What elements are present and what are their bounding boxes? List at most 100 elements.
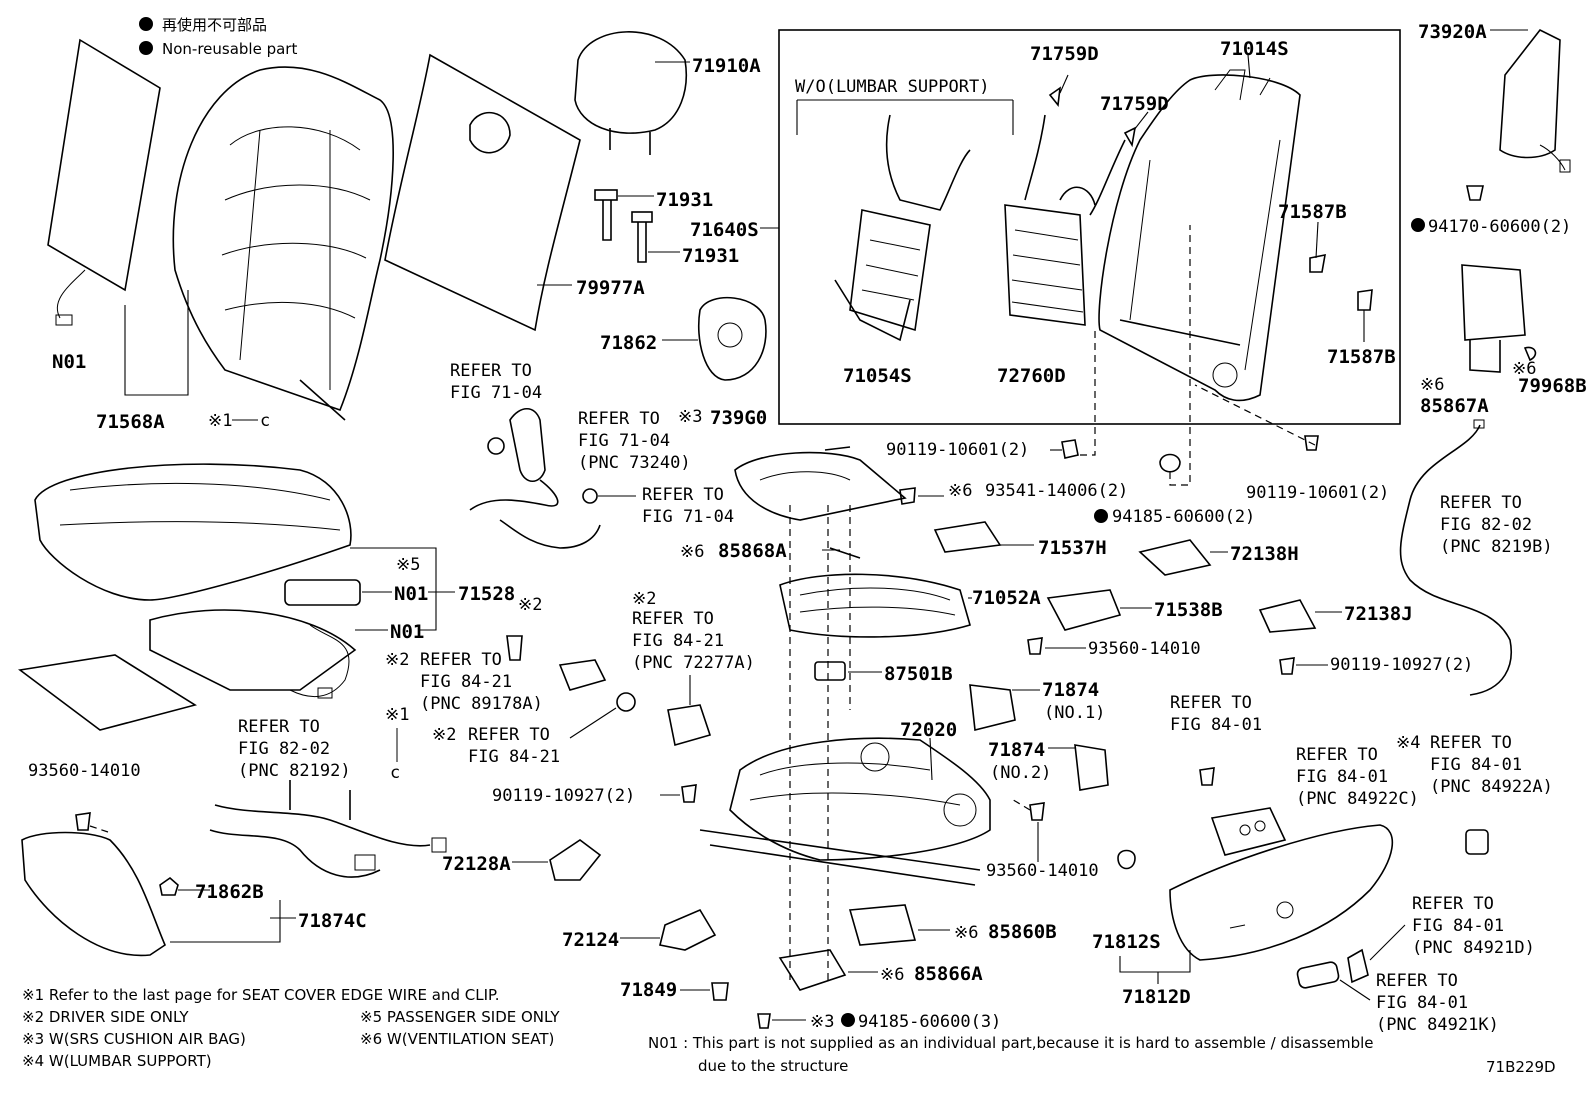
part-number-85860B: 85860B xyxy=(988,921,1057,943)
part-number-72128A: 72128A xyxy=(442,853,511,875)
part-number-71587B: 71587B xyxy=(1327,346,1396,368)
part-number-71910A: 71910A xyxy=(692,55,761,77)
part-number-71052A: 71052A xyxy=(972,587,1041,609)
part-number-71759D: 71759D xyxy=(1030,43,1099,65)
wire-harness-drawing xyxy=(1399,424,1512,696)
ref-line: FIG 84-21 xyxy=(468,747,560,767)
seat-back-frame-drawing xyxy=(1098,69,1301,402)
ref-line: FIG 82-02 xyxy=(1440,515,1532,535)
ref-line: REFER TO xyxy=(1296,745,1378,765)
ref-line: REFER TO xyxy=(1430,733,1512,753)
footnote-4: ※4 W(LUMBAR SUPPORT) xyxy=(22,1052,212,1070)
note-mark-1: ※1 xyxy=(385,705,409,725)
part-number-71862: 71862 xyxy=(600,332,657,354)
ref-line: REFER TO xyxy=(1412,894,1494,914)
part-number-71849: 71849 xyxy=(620,979,677,1001)
ref-line: FIG 84-01 xyxy=(1412,916,1504,936)
ref-line: REFER TO xyxy=(450,361,532,381)
ref-line: FIG 84-01 xyxy=(1376,993,1468,1013)
part-number-93560-14010: 93560-14010 xyxy=(1088,639,1201,659)
part-number-79977A: 79977A xyxy=(576,277,645,299)
note-mark-3: ※3 xyxy=(678,407,702,427)
part-number-71931: 71931 xyxy=(656,189,713,211)
ref-line: (PNC 73240) xyxy=(578,453,691,473)
note-mark-2: ※2 xyxy=(518,595,542,615)
part-number-739G0: 739G0 xyxy=(710,407,767,429)
note-mark-6: ※6 xyxy=(948,481,972,501)
ref-line: REFER TO xyxy=(420,650,502,670)
headrest-drawing xyxy=(574,31,687,155)
ref-line: FIG 84-01 xyxy=(1430,755,1522,775)
non-reusable-bullet-icon xyxy=(1411,218,1425,232)
non-reusable-bullet-icon xyxy=(841,1013,855,1027)
note-mark-2: ※2 xyxy=(632,589,656,609)
bracket-71537H-drawing xyxy=(933,521,1002,553)
ref-line: REFER TO xyxy=(632,609,714,629)
part-number-71862B: 71862B xyxy=(195,881,264,903)
note-mark-4: ※4 xyxy=(1396,733,1420,753)
part-number-71568A: 71568A xyxy=(96,411,165,433)
part-number-71874: 71874 xyxy=(1042,679,1099,701)
note-mark-6: ※6 xyxy=(954,923,978,943)
part-number-85866A: 85866A xyxy=(914,963,983,985)
part-number-N01: N01 xyxy=(52,351,86,373)
ref-line: REFER TO xyxy=(238,717,320,737)
duct-85866A-drawing xyxy=(778,949,847,991)
footnote-6: ※6 W(VENTILATION SEAT) xyxy=(360,1030,554,1048)
seat-back-board-drawing xyxy=(384,53,581,332)
part-number-71874: 71874 xyxy=(988,739,1045,761)
part-number-suffix: (NO.2) xyxy=(990,763,1051,783)
part-number-71812D: 71812D xyxy=(1122,986,1191,1008)
ref-line: (PNC 89178A) xyxy=(420,694,543,714)
cover-72128A-drawing xyxy=(549,839,602,881)
ref-line: FIG 71-04 xyxy=(450,383,542,403)
ref-line: FIG 71-04 xyxy=(578,431,670,451)
part-number-N01: N01 xyxy=(394,583,428,605)
ref-line: (PNC 84921D) xyxy=(1412,938,1535,958)
part-number-71874C: 71874C xyxy=(298,910,367,932)
ref-line: REFER TO xyxy=(1440,493,1522,513)
ref-line: (PNC 84922A) xyxy=(1430,777,1553,797)
ref-line: REFER TO xyxy=(578,409,660,429)
ref-line: REFER TO xyxy=(1376,971,1458,991)
non-reusable-bullet-icon xyxy=(139,17,153,31)
part-number-79968B: 79968B xyxy=(1518,375,1587,397)
note-mark-6: ※6 xyxy=(880,965,904,985)
note-mark-2: ※2 xyxy=(385,650,409,670)
part-number-94185-60600: 94185-60600(2) xyxy=(1112,507,1255,527)
footnote-1: ※1 Refer to the last page for SEAT COVER… xyxy=(22,986,499,1004)
part-number-71931: 71931 xyxy=(682,245,739,267)
lumbar-motor-drawing xyxy=(1461,264,1526,373)
headrest-support-drawing xyxy=(594,189,653,263)
seat-side-shield-drawing xyxy=(1169,824,1394,961)
seat-back-pad-drawing xyxy=(47,38,161,326)
knob-84921K-drawing xyxy=(1296,961,1340,989)
cushion-harness-drawing xyxy=(209,780,447,878)
part-number-72138J: 72138J xyxy=(1344,603,1413,625)
part-number-94170-60600: 94170-60600(2) xyxy=(1428,217,1571,237)
clip-symbol: c xyxy=(260,411,270,431)
leader-lines-71568A xyxy=(124,290,189,396)
part-number-93541-14006: 93541-14006(2) xyxy=(985,481,1128,501)
part-number-71537H: 71537H xyxy=(1038,537,1107,559)
part-number-72760D: 72760D xyxy=(997,365,1066,387)
part-number-85868A: 85868A xyxy=(718,540,787,562)
part-number-90119-10601: 90119-10601(2) xyxy=(1246,483,1389,503)
part-number-90119-10927: 90119-10927(2) xyxy=(492,786,635,806)
seat-cushion-shield-drawing xyxy=(21,831,166,957)
ref-line: (PNC 84922C) xyxy=(1296,789,1419,809)
part-number-71640S: 71640S xyxy=(690,219,759,241)
footnote-2: ※2 DRIVER SIDE ONLY xyxy=(22,1008,189,1026)
ref-line: FIG 84-21 xyxy=(632,631,724,651)
cushion-airbag-drawing xyxy=(734,446,907,521)
seat-back-cover-drawing xyxy=(172,66,394,421)
part-number-71054S: 71054S xyxy=(843,365,912,387)
ref-line: FIG 71-04 xyxy=(642,507,734,527)
part-number-suffix: (NO.1) xyxy=(1044,703,1105,723)
part-number-72124: 72124 xyxy=(562,929,619,951)
note-mark-3: ※3 xyxy=(810,1012,834,1032)
connector-87501B-drawing xyxy=(814,661,846,681)
part-number-72020: 72020 xyxy=(900,719,957,741)
power-seat-switch-drawing xyxy=(1210,807,1287,856)
ref-line: FIG 82-02 xyxy=(238,739,330,759)
